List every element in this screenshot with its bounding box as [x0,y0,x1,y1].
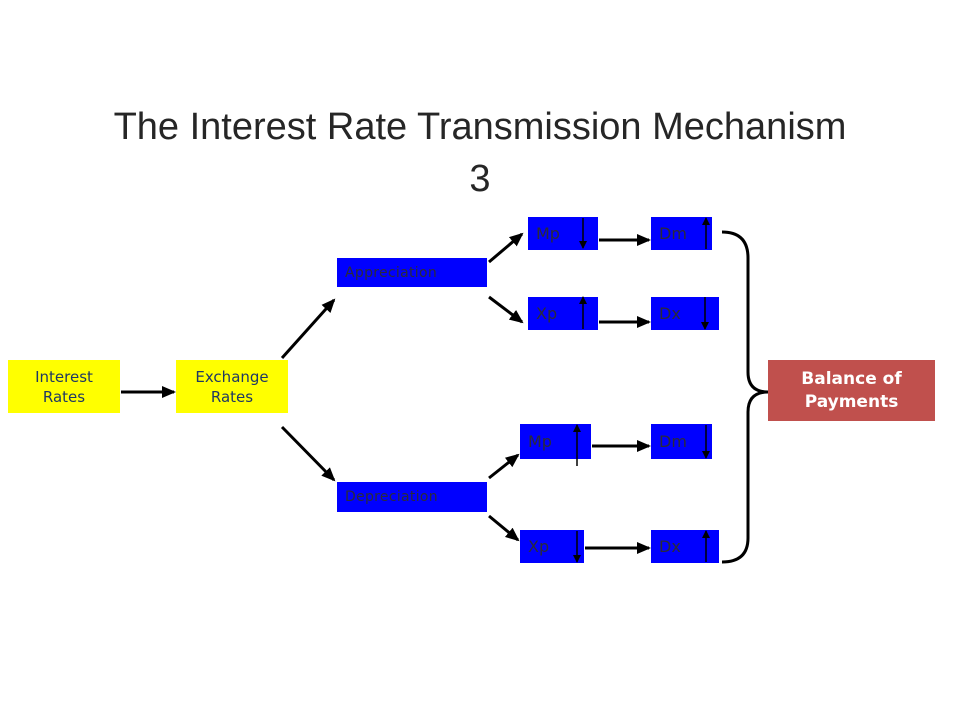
depreciation-label: Depreciation [345,489,438,505]
interest-rates-box: Interest Rates [8,360,120,413]
interest-rates-label-line-1: Interest [35,367,93,386]
appreciation-export-demand-box: Dx [651,297,719,330]
import-price-label: Mp [528,432,552,451]
export-price-label: Xp [536,304,558,323]
export-demand-label: Dx [659,537,681,556]
import-demand-label: Dm [659,224,687,243]
balance-of-payments-label-line-1: Balance of [801,368,902,389]
depreciation-box: Depreciation [337,482,487,512]
exchange-rates-label-line-1: Exchange [195,367,269,386]
export-price-label: Xp [528,537,550,556]
arrow-exchange-to-appreciation [280,298,336,360]
import-price-label: Mp [536,224,560,243]
curly-brace [721,230,769,564]
depreciation-import-price-box: Mp [520,424,591,459]
arrow-depreciation-to-export-price [488,514,520,542]
interest-rates-label-line-2: Rates [42,387,86,406]
appreciation-label: Appreciation [345,264,437,281]
slide-title: The Interest Rate Transmission Mechanism… [0,101,960,205]
exchange-rates-box: Exchange Rates [176,360,288,413]
balance-of-payments-box: Balance of Payments [768,360,935,421]
appreciation-export-price-box: Xp [528,297,598,330]
appreciation-box: Appreciation [337,258,487,287]
arrow-exchange-to-depreciation [280,425,336,482]
depreciation-export-demand-box: Dx [651,530,719,563]
import-demand-label: Dm [659,432,687,451]
exchange-rates-label-line-2: Rates [210,387,254,406]
slide-title-line-2: 3 [469,158,491,200]
appreciation-import-demand-box: Dm [651,217,712,250]
slide-title-line-1: The Interest Rate Transmission Mechanism [113,106,847,148]
export-demand-label: Dx [659,304,681,323]
depreciation-import-demand-box: Dm [651,424,712,459]
arrow-appreciation-to-import-price [488,232,524,264]
balance-of-payments-label-line-2: Payments [804,391,899,412]
depreciation-export-price-box: Xp [520,530,584,563]
arrow-appreciation-to-export-price [488,295,524,324]
arrow-depreciation-to-import-price [488,453,520,480]
appreciation-import-price-box: Mp [528,217,598,250]
